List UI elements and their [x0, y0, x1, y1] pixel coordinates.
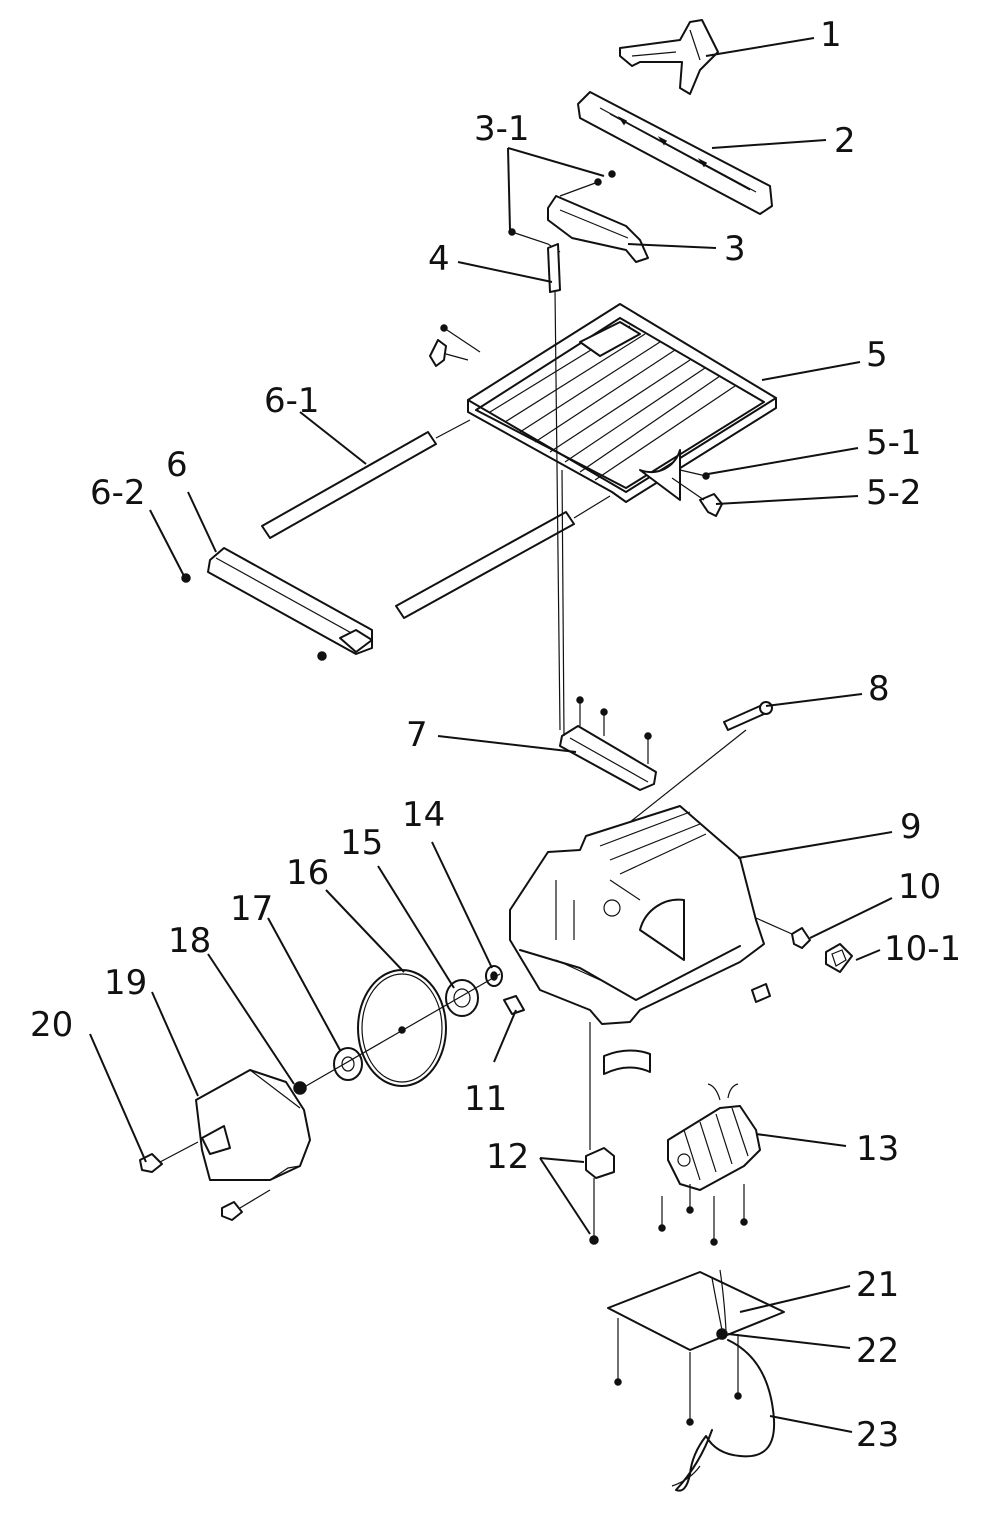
part-11-clip	[503, 983, 771, 1015]
part-2-fence-bar	[577, 91, 773, 215]
part-6-extension-bar	[207, 547, 373, 655]
label-part-19: 19	[104, 963, 147, 1003]
part-7-bottom-plate	[559, 696, 657, 791]
label-part-1: 1	[820, 15, 842, 55]
label-part-5-2: 5-2	[866, 473, 922, 513]
label-part-6: 6	[166, 445, 188, 485]
label-part-7: 7	[406, 715, 428, 755]
label-part-13: 13	[856, 1129, 899, 1169]
part-3-blade-guard	[547, 195, 649, 263]
part-13-motor	[658, 1083, 761, 1246]
part-19-blade-cover	[195, 1069, 311, 1181]
part-12-clamp	[585, 1147, 615, 1245]
part-16-blade	[357, 969, 447, 1087]
dust-chute	[603, 1049, 651, 1075]
label-part-21: 21	[856, 1265, 899, 1305]
label-part-23: 23	[856, 1415, 899, 1455]
part-6-1-extension-rods	[261, 419, 611, 619]
label-part-4: 4	[428, 239, 450, 279]
label-part-5: 5	[866, 335, 888, 375]
label-part-3-1: 3-1	[474, 109, 530, 149]
label-part-6-1: 6-1	[264, 381, 320, 421]
part-22-strain-relief	[711, 1269, 728, 1340]
part-14-washer	[485, 965, 503, 987]
label-part-20: 20	[30, 1005, 73, 1045]
label-part-10-1: 10-1	[884, 929, 961, 969]
label-part-2: 2	[834, 121, 856, 161]
part-4-riving-knife	[547, 243, 561, 293]
part-9-base-housing	[509, 805, 765, 1025]
label-part-5-1: 5-1	[866, 423, 922, 463]
part-labels: 1 2 3-1 3 4 5 6-1 5-1 6 6-2 5-2 8 7 14 1…	[30, 15, 961, 1455]
label-part-16: 16	[286, 853, 329, 893]
part-10-switch	[755, 917, 811, 949]
part-15-flange	[445, 979, 479, 1017]
table-left-lever	[429, 324, 481, 367]
label-part-18: 18	[168, 921, 211, 961]
label-part-12: 12	[486, 1137, 529, 1177]
part-8-bolt	[723, 701, 773, 731]
label-part-8: 8	[868, 669, 890, 709]
part-23-power-cord	[671, 1339, 776, 1492]
part-17-flange	[333, 1047, 363, 1081]
label-part-10: 10	[898, 867, 941, 907]
part-21-base-plate	[607, 1271, 785, 1426]
label-part-6-2: 6-2	[90, 473, 146, 513]
part-5-1-knob	[679, 469, 710, 480]
part-5-2-lock-lever	[671, 477, 723, 517]
label-part-15: 15	[340, 823, 383, 863]
label-part-17: 17	[230, 889, 273, 929]
label-part-11: 11	[464, 1079, 507, 1119]
part-1-bracket	[619, 19, 719, 95]
label-part-9: 9	[900, 807, 922, 847]
part-10-1-switch-cover	[825, 943, 853, 973]
part-5-table-top	[467, 303, 777, 503]
part-18-nut	[293, 973, 501, 1095]
label-part-3: 3	[724, 229, 746, 269]
label-part-22: 22	[856, 1331, 899, 1371]
label-part-14: 14	[402, 795, 445, 835]
leader-lines	[89, 37, 893, 1433]
assembly-alignment-lines	[554, 289, 747, 1150]
